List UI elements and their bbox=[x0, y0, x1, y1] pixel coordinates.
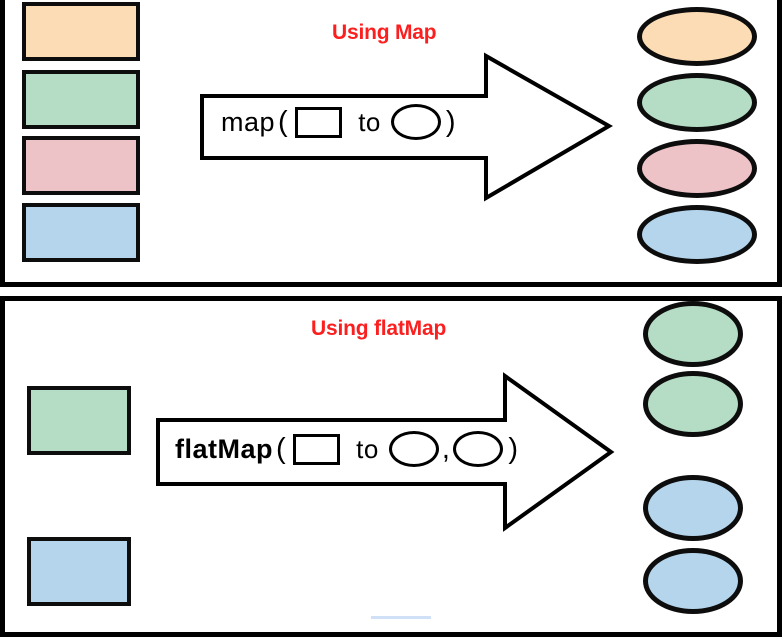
result-ellipse-green-1 bbox=[643, 301, 743, 367]
result-ellipse-green bbox=[637, 73, 757, 132]
source-rectangle-blue bbox=[27, 537, 131, 606]
open-paren: ( bbox=[276, 432, 287, 465]
source-rectangle-green bbox=[27, 386, 131, 455]
source-rectangle-orange bbox=[22, 2, 140, 61]
square-glyph bbox=[295, 106, 343, 138]
panel-using-map: Using Map bbox=[0, 0, 782, 287]
source-rectangle-pink bbox=[22, 136, 140, 195]
close-paren: ) bbox=[445, 105, 457, 138]
page-title-using-flatmap: Using flatMap bbox=[311, 317, 447, 340]
source-rectangle-blue bbox=[22, 203, 140, 262]
result-ellipse-orange bbox=[637, 7, 757, 66]
result-ellipse-blue bbox=[637, 205, 757, 264]
source-rectangle-green bbox=[22, 70, 140, 129]
to-keyword: to bbox=[358, 106, 381, 137]
flatmap-function-name: flatMap bbox=[175, 433, 273, 464]
circle-glyph bbox=[390, 104, 441, 140]
open-paren: ( bbox=[278, 105, 289, 138]
result-ellipse-blue-2 bbox=[643, 548, 743, 614]
stray-underline-artifact bbox=[371, 616, 431, 619]
close-paren: ) bbox=[508, 432, 519, 465]
result-ellipse-green-2 bbox=[643, 371, 743, 437]
circle-glyph-2 bbox=[453, 431, 504, 467]
map-function-name: map bbox=[221, 106, 276, 137]
circle-glyph-1 bbox=[388, 431, 439, 467]
page-title-using-map: Using Map bbox=[332, 21, 437, 44]
result-ellipse-blue-1 bbox=[643, 475, 743, 541]
comma-separator: , bbox=[441, 432, 451, 465]
to-keyword: to bbox=[356, 433, 379, 464]
map-arrow-label: map ( to ) bbox=[221, 104, 459, 140]
result-ellipse-pink bbox=[637, 139, 757, 198]
square-glyph bbox=[293, 433, 341, 465]
flatmap-arrow-label: flatMap ( to , ) bbox=[175, 431, 522, 467]
flatmap-arrow bbox=[156, 372, 615, 532]
